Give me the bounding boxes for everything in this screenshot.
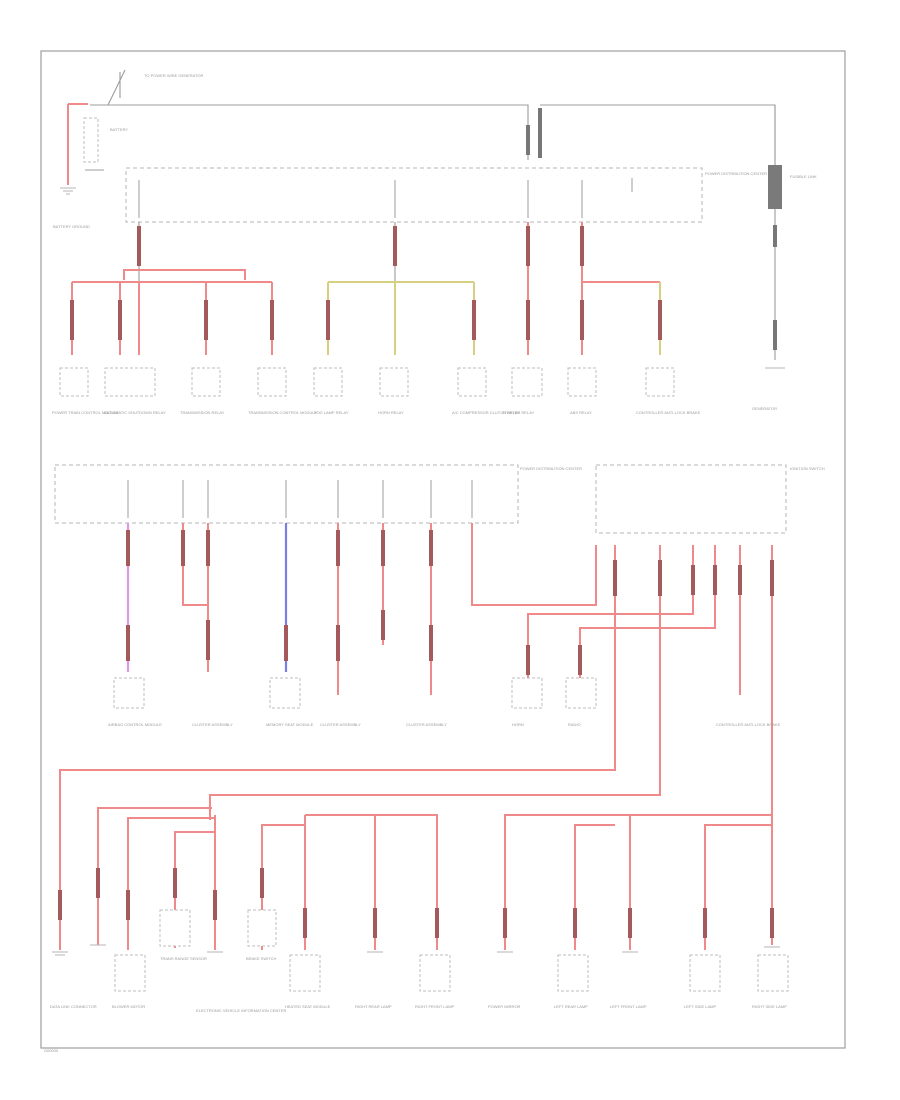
bot-label-0: DATA LINK CONNECTOR [50,1004,97,1009]
ground-left-label: BATTERY GROUND [53,224,90,229]
top-label-4: FOG LAMP RELAY [314,410,349,415]
pdc-middle-fuses [127,480,473,518]
generator-section: FUSIBLE LINK GENERATOR [752,105,817,411]
bot-label-6: RIGHT REAR LAMP [355,1004,392,1009]
mid-label-3: CLUSTER ASSEMBLY [320,722,361,727]
component-radio [565,677,597,709]
mid-label-2: MEMORY SEAT MODULE [266,722,314,727]
middle-row-wiring [59,523,774,950]
mid-label-7: CONTROLLER ANTI-LOCK BRAKE [716,722,781,727]
battery-section: TO POWER WIRE GENERATOR BATTERY BATTERY … [53,69,776,229]
generator-label: GENERATOR [752,406,777,411]
top-label-0: POWER TRAIN CONTROL MODULE [52,410,119,415]
fusible-link [768,165,782,209]
component-abs-controller [645,367,675,397]
top-row-components: POWER TRAIN CONTROL MODULE AUTOMATIC SHU… [52,367,701,415]
top-row-wiring [70,222,662,355]
ignition-switch-label: IGNITION SWITCH [790,466,825,471]
bottom-row-components: DATA LINK CONNECTOR BLOWER MOTOR TRANS R… [50,909,789,1013]
component-fog-relay [313,367,343,397]
power-distribution-center-top [125,167,703,223]
pdc-top-fuses [138,178,633,218]
fusible-link-label: FUSIBLE LINK [790,174,817,179]
component-horn [511,677,543,709]
component-airbag-module [113,677,145,709]
top-label-8: ABS RELAY [570,410,592,415]
middle-row-components: AIRBAG CONTROL MODULE CLUSTER ASSEMBLY M… [108,677,781,727]
bot-label-5: HEATED SEAT MODULE [285,1004,331,1009]
ground-symbols [52,944,780,956]
component-asd-relay [104,367,156,397]
mid-label-1: CLUSTER ASSEMBLY [192,722,233,727]
component-starter-relay [511,367,543,397]
bot-label-3: ELECTRONIC VEHICLE INFORMATION CENTER [196,1008,286,1013]
battery-label: BATTERY [110,127,128,132]
top-label-2: TRANSMISSION RELAY [180,410,225,415]
corner-code: G00000 [44,1048,59,1053]
component-horn-relay [379,367,409,397]
ignition-switch [595,464,787,534]
mid-label-4: CLUSTER ASSEMBLY [406,722,447,727]
bot-label-7: RIGHT FRONT LAMP [415,1004,455,1009]
mid-label-6: RADIO [568,722,581,727]
bot-label-1: BLOWER MOTOR [112,1004,145,1009]
battery [83,117,99,163]
diagram-frame [40,50,846,1049]
bottom-row-wiring [58,807,774,950]
component-trans-relay [191,367,221,397]
bot-label-4: BRAKE SWITCH [246,956,277,961]
top-label-5: HORN RELAY [378,410,404,415]
bot-label-12: RIGHT SIDE LAMP [752,1004,787,1009]
top-label-1: AUTOMATIC SHUTDOWN RELAY [104,410,166,415]
pdc-top-label: POWER DISTRIBUTION CENTER [705,171,767,176]
component-memory-seat [269,677,301,709]
mid-label-0: AIRBAG CONTROL MODULE [108,722,162,727]
bot-label-9: LEFT REAR LAMP [554,1004,588,1009]
component-ls-lamp [689,954,721,992]
component-heated-seat [289,954,321,992]
pdc-middle-label: POWER DISTRIBUTION CENTER [520,466,582,471]
component-brake-switch [247,909,277,947]
component-blower-motor [114,954,146,992]
mid-label-5: HORN [512,722,524,727]
component-rs-lamp [757,954,789,992]
component-tcm [257,367,287,397]
component-lr-lamp [557,954,589,992]
component-trans-sensor [159,909,191,947]
top-label-9: CONTROLLER ANTI-LOCK BRAKE [636,410,701,415]
component-pcm [59,367,89,397]
bot-label-11: LEFT SIDE LAMP [684,1004,716,1009]
component-rr-lamp [419,954,451,992]
component-ac-relay [457,367,487,397]
bot-label-10: LEFT FRONT LAMP [610,1004,647,1009]
top-label-6: A/C COMPRESSOR CLUTCH RELAY [452,410,520,415]
component-abs-relay [567,367,597,397]
bot-label-2: TRANS RANGE SENSOR [160,956,207,961]
top-label-7: STARTER RELAY [502,410,535,415]
battery-note: TO POWER WIRE GENERATOR [144,73,203,78]
top-label-3: TRANSMISSION CONTROL MODULE [248,410,318,415]
bot-label-8: POWER MIRROR [488,1004,521,1009]
